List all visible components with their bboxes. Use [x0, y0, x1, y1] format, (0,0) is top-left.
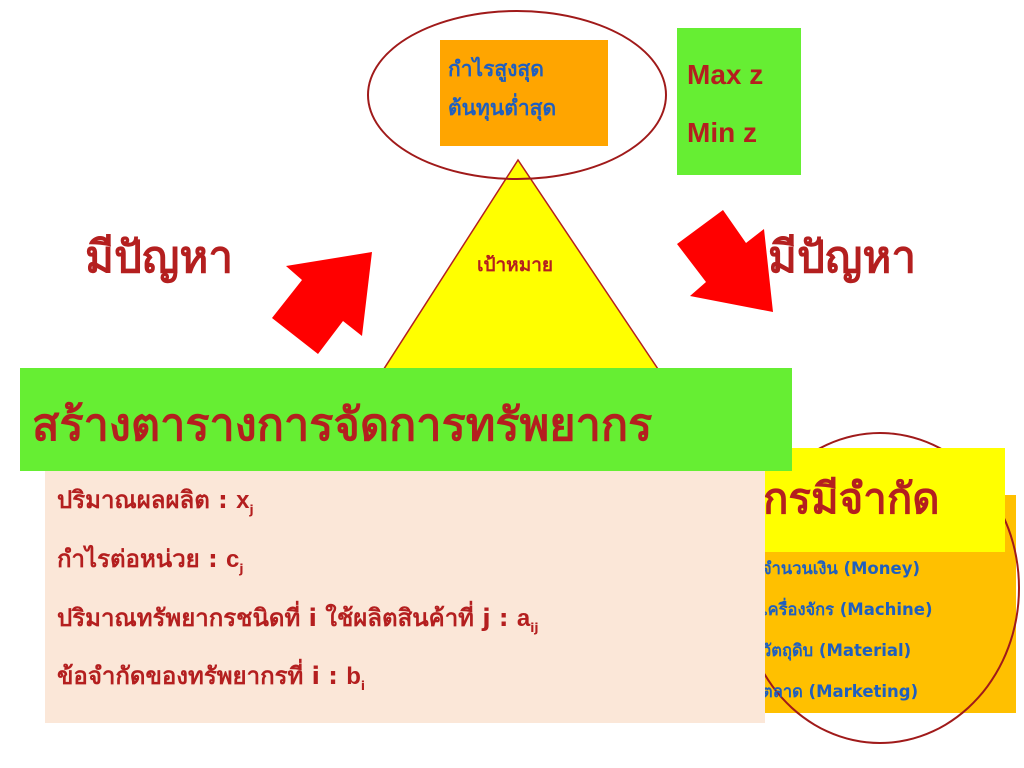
goal-line-min-cost: ต้นทุนต่ำสุด	[448, 96, 557, 120]
definition-subscript: j	[249, 502, 254, 517]
resource-item-marketing: ตลาด (Marketing)	[762, 682, 919, 701]
arrow-down-right	[677, 210, 773, 312]
definition-row-resource-use: ปริมาณทรัพยากรชนิดที่ i ใช้ผลิตสินค้าที่…	[57, 594, 753, 653]
arrow-up-right	[272, 252, 372, 354]
goal-ellipse	[367, 10, 667, 180]
definition-subscript: j	[239, 561, 244, 576]
goal-line-max-profit: กำไรสูงสุด	[448, 57, 544, 81]
resource-limit-box: กรมีจำกัด	[757, 448, 1005, 552]
definition-label: ปริมาณทรัพยากรชนิดที่ i ใช้ผลิตสินค้าที่…	[57, 603, 517, 632]
objective-max: Max z	[687, 59, 764, 90]
objective-min: Min z	[687, 117, 757, 148]
definition-label: ปริมาณผลผลิต :	[57, 486, 237, 514]
definition-label: ข้อจำกัดของทรัพยากรที่ i :	[57, 662, 347, 691]
definition-symbol: b	[346, 663, 361, 691]
definition-row-profit: กำไรต่อหน่วย : cj	[57, 535, 753, 594]
definition-row-output: ปริมาณผลผลิต : xj	[57, 476, 753, 535]
resource-item-material: วัตถุดิบ (Material)	[762, 641, 912, 660]
definition-symbol: c	[226, 545, 240, 573]
resource-table-banner: สร้างตารางการจัดการทรัพยากร	[20, 368, 792, 471]
definition-subscript: ij	[530, 620, 539, 635]
definition-row-constraint: ข้อจำกัดของทรัพยากรที่ i : bi	[57, 652, 753, 711]
goal-box: กำไรสูงสุด ต้นทุนต่ำสุด	[440, 40, 608, 146]
problem-label-right: มีปัญหา	[768, 232, 917, 283]
objective-box: Max z Min z	[677, 28, 801, 175]
triangle-label: เป้าหมาย	[476, 254, 554, 276]
definition-label: กำไรต่อหน่วย :	[57, 544, 227, 573]
variable-definitions-panel: ปริมาณผลผลิต : xj กำไรต่อหน่วย : cj ปริม…	[45, 468, 765, 723]
resource-list: จำนวนเงิน (Money) เครื่องจักร (Machine) …	[762, 548, 933, 712]
definition-symbol: x	[236, 487, 250, 514]
resource-limit-title: กรมีจำกัด	[763, 474, 940, 523]
resource-item-money: จำนวนเงิน (Money)	[762, 559, 921, 578]
problem-label-left: มีปัญหา	[85, 232, 234, 283]
definition-symbol: a	[516, 604, 531, 632]
resource-item-machine: เครื่องจักร (Machine)	[762, 600, 933, 619]
definition-subscript: i	[360, 679, 366, 694]
banner-title: สร้างตารางการจัดการทรัพยากร	[32, 398, 653, 451]
